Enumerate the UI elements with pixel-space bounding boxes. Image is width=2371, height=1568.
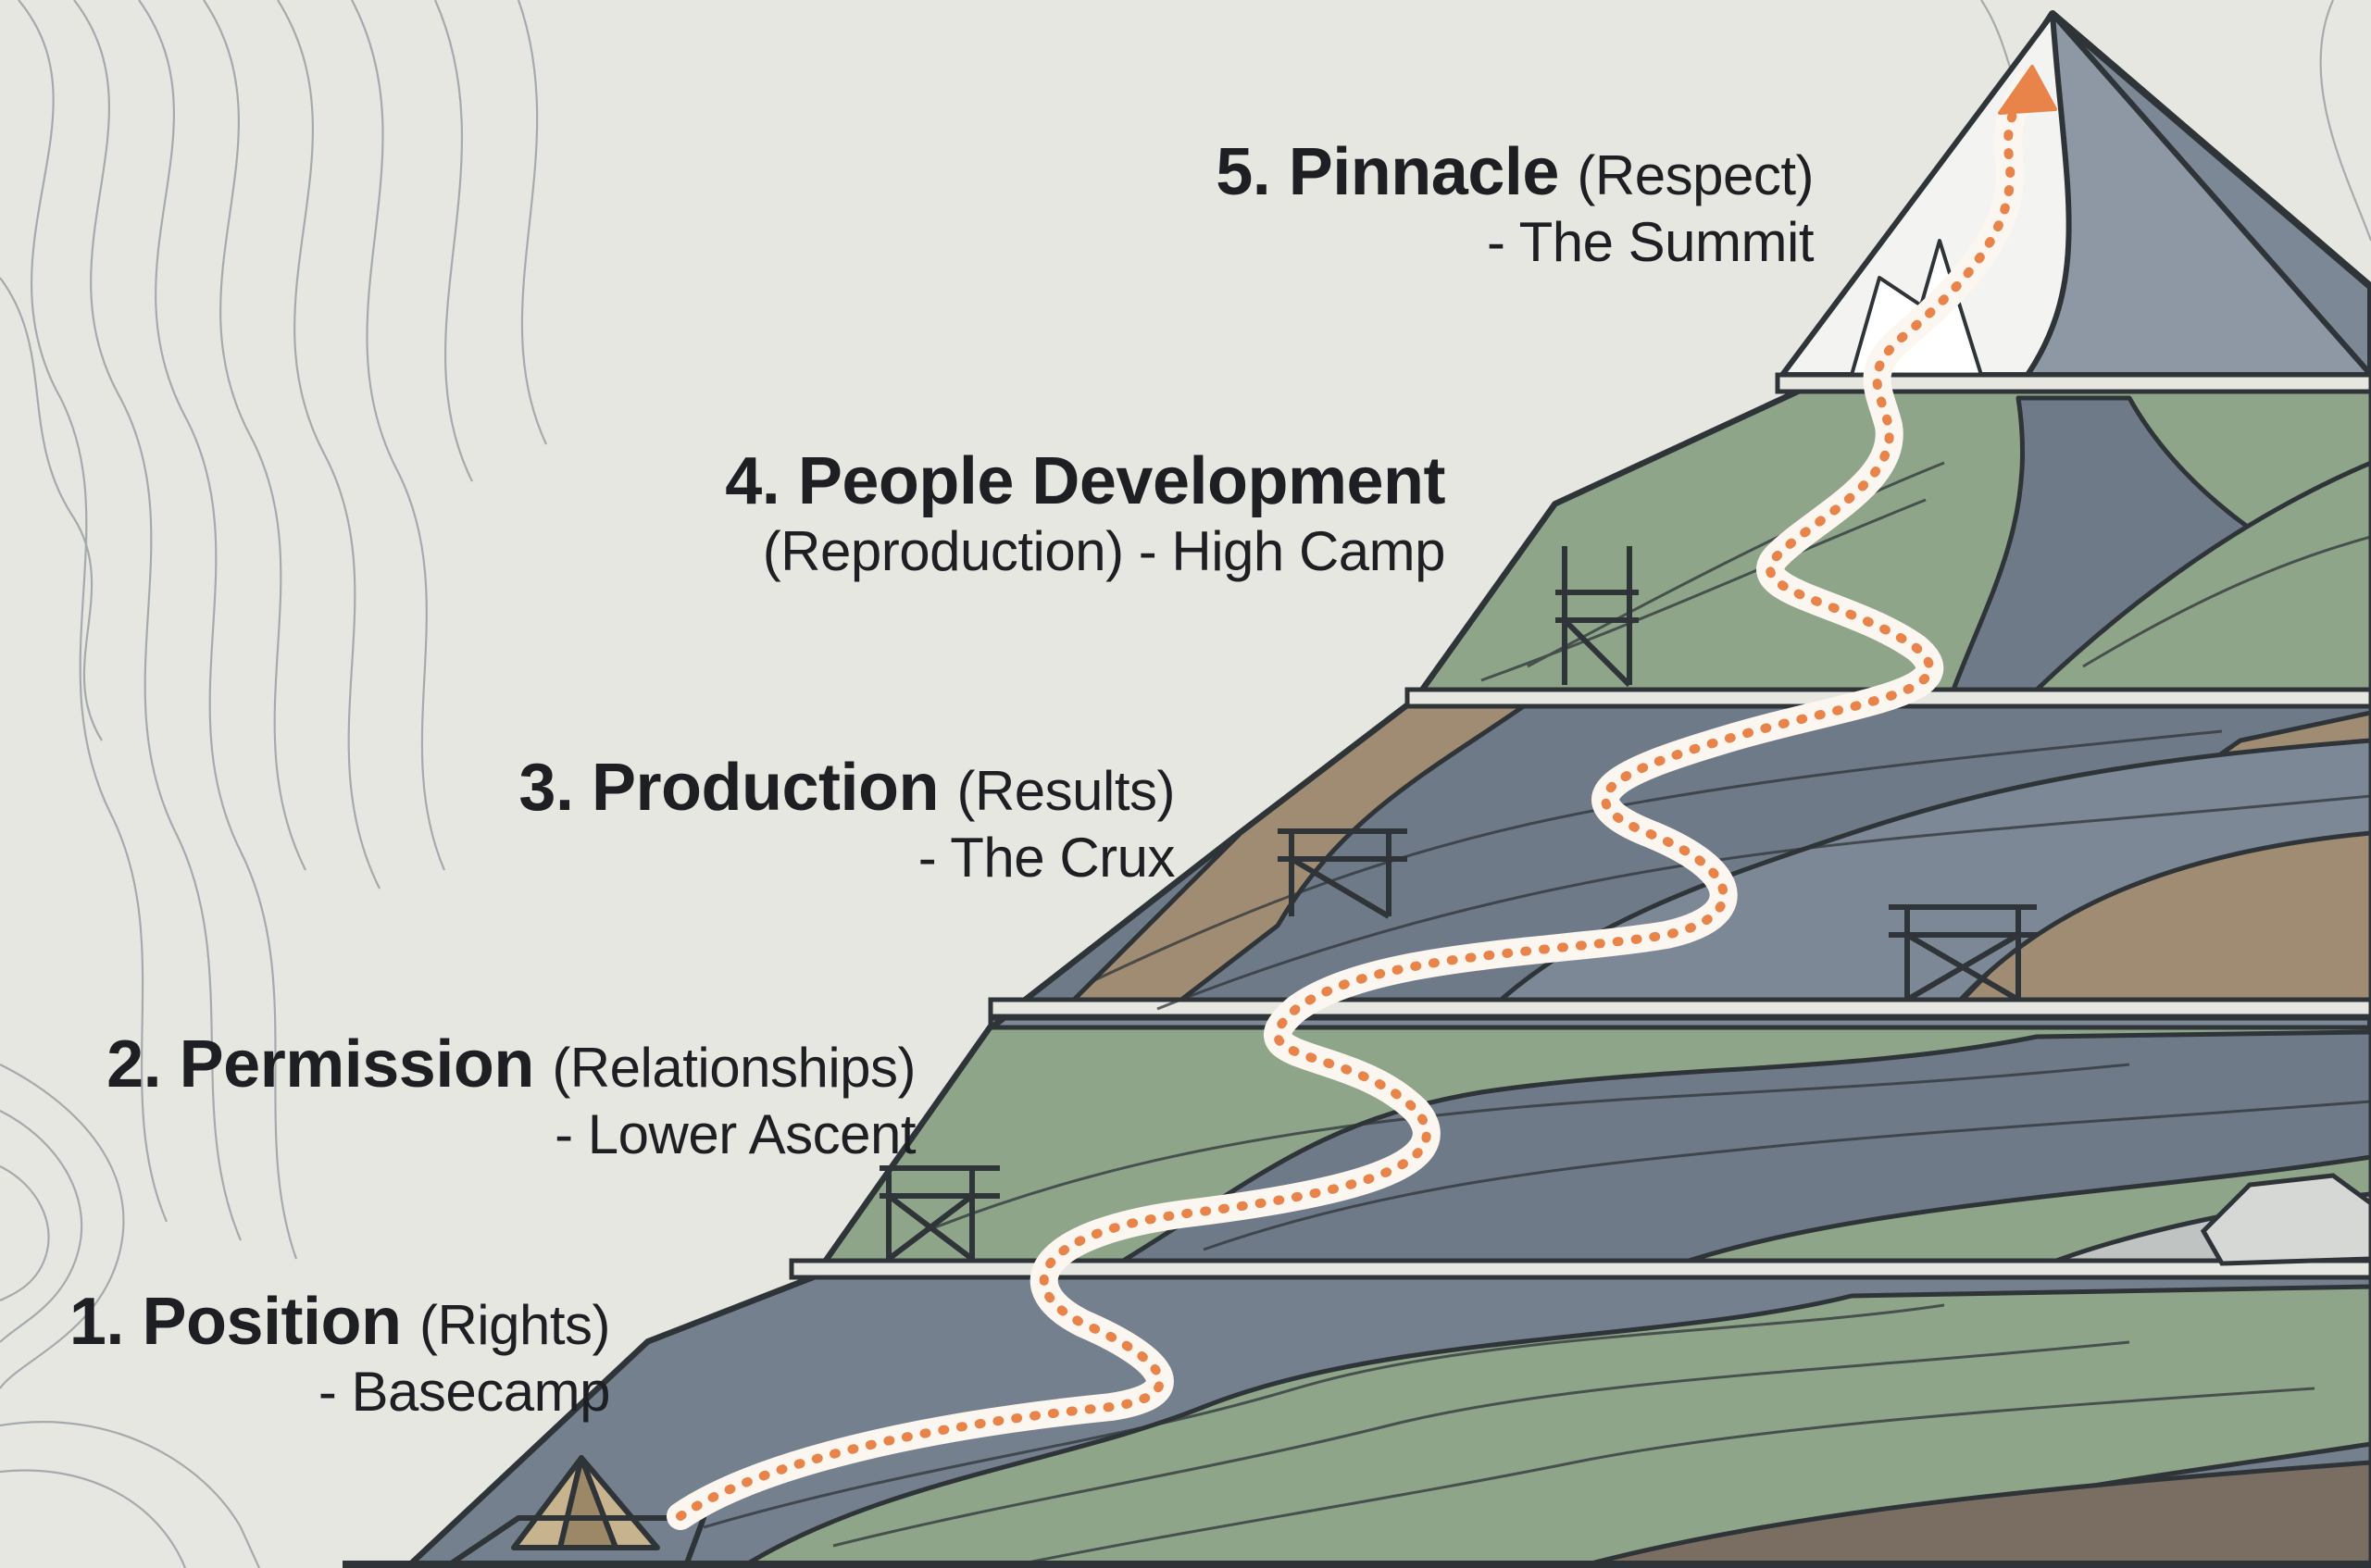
level-4-label: 4. People Development (Reproduction) - H… (725, 448, 1445, 579)
level-1-qualifier: (Rights) (418, 1294, 611, 1356)
level-1-subtitle: - Basecamp (318, 1361, 611, 1423)
level-3-subtitle: - The Crux (917, 827, 1176, 889)
level-2-label: 2. Permission (Relationships) - Lower As… (106, 1031, 916, 1163)
level-5-qualifier: (Respect) (1577, 144, 1814, 206)
level-5-number: 5. (1216, 135, 1271, 209)
level-1-number: 1. (69, 1285, 125, 1359)
level-3-number: 3. (518, 751, 574, 825)
boulder (2200, 1173, 2371, 1266)
path-arrow-icon (1998, 65, 2057, 115)
summit-peak (1779, 11, 2371, 378)
tier-4-terrain (1414, 386, 2371, 702)
level-5-subtitle: - The Summit (1487, 211, 1814, 273)
bridge-icon (880, 546, 2037, 1262)
level-1-label: 1. Position (Rights) - Basecamp (69, 1285, 611, 1423)
level-2-name: Permission (179, 1027, 535, 1101)
level-3-label: 3. Production (Results) - The Crux (518, 754, 1175, 886)
level-2-subtitle: - Lower Ascent (555, 1103, 916, 1165)
level-2-qualifier: (Relationships) (552, 1037, 916, 1099)
level-5-label: 5. Pinnacle (Respect) - The Summit (1216, 139, 1814, 270)
level-1-name: Position (142, 1285, 402, 1359)
level-5-name: Pinnacle (1288, 135, 1560, 209)
level-4-name: People Development (797, 444, 1446, 518)
level-4-number: 4. (725, 444, 780, 518)
tier-ledges (789, 372, 2371, 1280)
level-2-number: 2. (106, 1027, 162, 1101)
summit-route-dots (676, 79, 2032, 1521)
level-4-qualifier: (Reproduction) (762, 520, 1124, 582)
tier-2-terrain (812, 1025, 2371, 1280)
level-3-qualifier: (Results) (956, 760, 1175, 822)
level-3-name: Production (591, 751, 939, 825)
level-4-subtitle: - High Camp (1138, 520, 1446, 582)
